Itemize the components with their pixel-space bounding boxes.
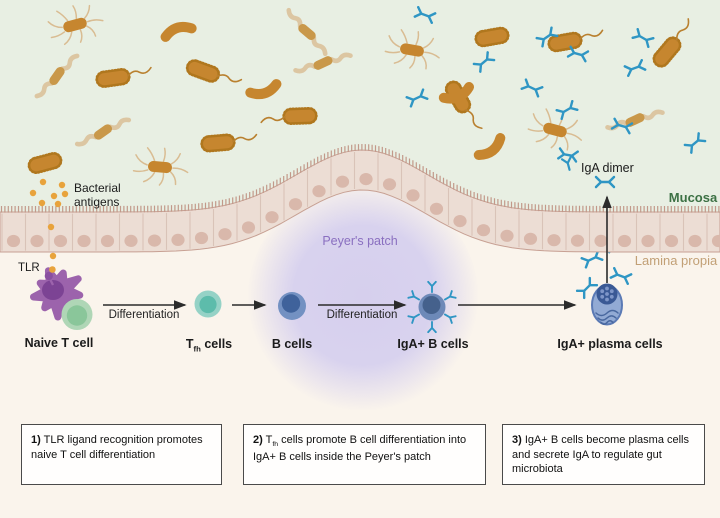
plasma-er-lines <box>595 309 619 325</box>
tfh-label-post: cells <box>200 337 233 351</box>
iga-plasma-cell <box>591 283 623 326</box>
epithelial-nucleus <box>30 234 44 248</box>
note-2-pre: T <box>262 434 273 446</box>
epithelial-nucleus <box>6 234 21 248</box>
epithelial-nucleus <box>265 211 279 224</box>
epithelial-nucleus <box>594 234 608 247</box>
flow-arrows <box>103 195 612 310</box>
antigen-dot <box>50 192 58 200</box>
tfh-cell <box>194 290 222 318</box>
epithelial-nucleus <box>77 234 91 248</box>
epithelial-nucleus <box>453 215 467 228</box>
epithelial-nucleus <box>171 233 185 246</box>
iga-dimer-icon <box>608 265 634 287</box>
differentiation-label-1: Differentiation <box>108 309 180 321</box>
tfh-cells-label: Tfh cells <box>186 337 232 354</box>
b-cells-label: B cells <box>271 337 313 351</box>
epithelial-nucleus <box>335 175 350 188</box>
epithelial-nucleus <box>617 234 632 248</box>
plasma-nucleus-dots <box>600 286 614 302</box>
antigen-dot <box>61 190 69 198</box>
mucosa-lumen <box>0 0 720 212</box>
peyers-patch-region <box>247 184 479 416</box>
tlr-ligand-dot <box>49 266 56 273</box>
naive-t-cell <box>30 266 93 330</box>
bacterial-antigen-dots <box>29 178 69 260</box>
lamina-propria-label: Lamina propia <box>634 253 718 268</box>
antigen-dot <box>29 189 37 197</box>
epithelial-nucleus <box>124 234 138 247</box>
epithelial-nucleus <box>218 228 232 241</box>
b-cell <box>278 292 306 320</box>
iga-b-cell <box>406 280 458 334</box>
epithelial-nucleus <box>476 224 491 237</box>
note-box-3: 3) IgA+ B cells become plasma cells and … <box>502 424 705 485</box>
epithelial-nucleus <box>312 185 326 198</box>
epithelial-nucleus <box>641 234 655 248</box>
epithelial-nucleus <box>547 234 561 247</box>
antigen-dot <box>38 199 46 207</box>
tfh-label-sub: fh <box>193 344 201 354</box>
epithelial-nucleus <box>382 178 397 191</box>
epithelial-nucleus <box>711 234 720 248</box>
iga-dimer-label: IgA dimer <box>581 161 634 175</box>
epithelial-nucleus <box>406 189 420 202</box>
antigen-dot <box>39 178 47 186</box>
antigen-dot <box>47 223 55 231</box>
note-2-text: cells promote B cell differentiation int… <box>253 434 467 464</box>
tlr-receptor-icon <box>44 271 53 281</box>
tlr-label: TLR <box>18 262 40 274</box>
naive-t-cell-label: Naive T cell <box>24 336 94 350</box>
bacterial-antigens-label: Bacterial antigens <box>74 181 121 210</box>
tfh-label-pre: T <box>185 337 194 351</box>
epithelial-nucleus <box>241 221 256 234</box>
epithelial-nucleus <box>500 229 514 242</box>
epithelial-nucleus <box>688 234 702 248</box>
mucosa-background <box>0 0 720 212</box>
iga-plasma-cells-label: IgA+ plasma cells <box>557 337 663 351</box>
differentiation-label-2: Differentiation <box>326 309 398 321</box>
epithelial-nucleus <box>359 173 373 186</box>
epithelial-nucleus <box>570 234 585 247</box>
epithelial-cell-layer <box>0 144 720 253</box>
epithelial-nucleus <box>147 234 162 247</box>
note-box-1: 1) TLR ligand recognition promotes naive… <box>21 424 222 485</box>
epithelial-nucleus <box>53 234 68 248</box>
epithelial-nucleus <box>194 231 209 245</box>
note-2-sub: fh <box>272 441 279 449</box>
naive-t-green-cell-nucleus <box>66 305 88 326</box>
peyers-patch-label: Peyer's patch <box>322 234 398 248</box>
epithelial-nucleus <box>429 202 444 215</box>
epithelial-nucleus <box>664 234 679 248</box>
note-2-number: 2) <box>253 434 263 446</box>
iga-b-cells-label: IgA+ B cells <box>397 337 469 351</box>
epithelial-nucleus <box>523 232 538 245</box>
note-3-text: IgA+ B cells become plasma cells and sec… <box>512 434 689 476</box>
note-1-text: TLR ligand recognition promotes naive T … <box>31 434 203 461</box>
epithelial-nucleus <box>100 234 115 248</box>
note-3-number: 3) <box>512 434 522 446</box>
brush-border <box>0 144 720 213</box>
epithelial-nucleus <box>288 198 303 211</box>
note-box-2: 2) Tfh cells promote B cell differentiat… <box>243 424 486 485</box>
antigen-dot <box>54 200 62 208</box>
epithelial-cell-borders <box>1 152 708 251</box>
t-cell-nucleus <box>42 280 64 300</box>
mucosa-label: Mucosa <box>668 190 718 205</box>
antigen-dot <box>49 252 57 260</box>
antigen-dot <box>58 181 66 189</box>
note-1-number: 1) <box>31 434 41 446</box>
